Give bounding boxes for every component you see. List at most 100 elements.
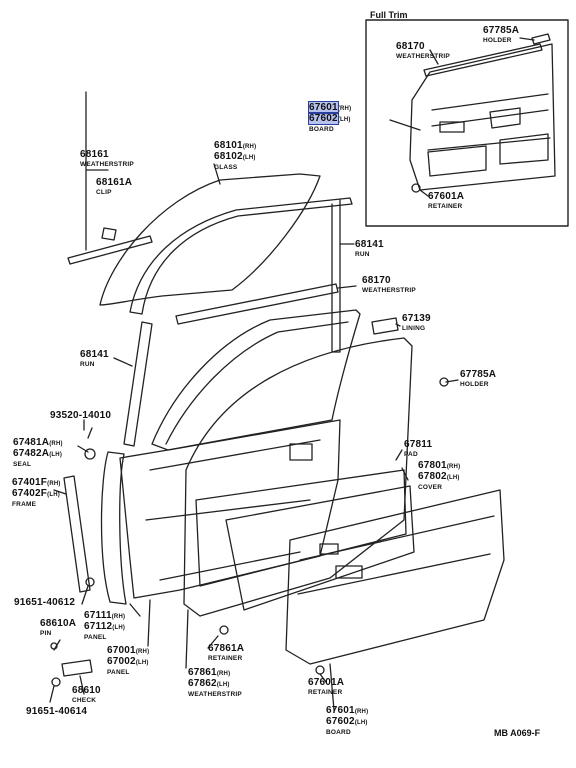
part-code: 67111 bbox=[84, 610, 112, 621]
part-number: 67401F(RH) bbox=[12, 478, 61, 489]
part-number: 67139 bbox=[402, 314, 431, 324]
side-suffix: (LH) bbox=[49, 452, 63, 458]
side-suffix: (RH) bbox=[47, 481, 61, 487]
part-number: 67802(LH) bbox=[418, 472, 460, 483]
side-suffix: (RH) bbox=[354, 709, 369, 715]
part-code: 67801 bbox=[418, 460, 447, 471]
part-number: 67801(RH) bbox=[418, 461, 460, 472]
part-name: PIN bbox=[40, 630, 52, 637]
part-code: 68161 bbox=[80, 149, 109, 160]
part-number: 68161 bbox=[80, 150, 134, 160]
window-glass bbox=[99, 173, 321, 306]
part-number: 68161A bbox=[96, 178, 132, 188]
label-91651-40612: 91651-40612 bbox=[14, 598, 75, 608]
full-trim-inset-frame bbox=[365, 19, 569, 227]
part-code: 67802 bbox=[418, 471, 447, 482]
part-code: 67402F bbox=[12, 488, 48, 499]
part-name: RETAINER bbox=[428, 203, 463, 210]
part-name: COVER bbox=[418, 484, 443, 491]
part-number: 67785A bbox=[460, 370, 496, 380]
side-suffix: (RH) bbox=[111, 614, 126, 620]
side-suffix: (RH) bbox=[242, 144, 257, 150]
part-number: 67112(LH) bbox=[84, 622, 125, 633]
part-code: 67139 bbox=[402, 313, 431, 324]
door-check bbox=[61, 659, 93, 677]
part-name: WEATHERSTRIP bbox=[188, 691, 242, 698]
part-number: 93520-14010 bbox=[50, 411, 111, 421]
side-suffix: (LH) bbox=[135, 660, 149, 666]
part-name: HOLDER bbox=[483, 37, 512, 44]
part-number: 67482A(LH) bbox=[13, 449, 63, 460]
label-93520: 93520-14010 bbox=[50, 411, 111, 421]
lining bbox=[371, 317, 399, 335]
part-number: 68141 bbox=[80, 350, 109, 360]
part-name: PANEL bbox=[84, 634, 107, 641]
side-suffix: (LH) bbox=[446, 475, 460, 481]
retainer-bottom-right bbox=[315, 665, 325, 675]
part-number: 67862(LH) bbox=[188, 679, 242, 690]
inset-retainer bbox=[411, 183, 421, 193]
part-name: RUN bbox=[80, 361, 95, 368]
side-suffix: (RH) bbox=[49, 441, 63, 447]
side-suffix: (RH) bbox=[446, 464, 461, 470]
part-code: 93520-14010 bbox=[50, 410, 112, 421]
part-code: 67861 bbox=[188, 667, 217, 678]
part-code: 67862 bbox=[188, 678, 217, 689]
part-number: 68170 bbox=[362, 276, 416, 286]
part-number: 68170 bbox=[396, 42, 450, 52]
inset-board-outline bbox=[409, 43, 556, 191]
part-name: CLIP bbox=[96, 189, 112, 196]
part-name: PANEL bbox=[107, 669, 130, 676]
part-code: 68161A bbox=[96, 177, 133, 188]
side-suffix: (RH) bbox=[135, 649, 150, 655]
part-number: 68610 bbox=[72, 686, 101, 696]
part-code: 67601 bbox=[308, 101, 339, 114]
label-67601-bottom: 67601(RH) 67602(LH)BOARD bbox=[326, 706, 368, 738]
part-number: 67002(LH) bbox=[107, 657, 149, 668]
side-suffix: (RH) bbox=[337, 106, 352, 112]
part-number: 67001(RH) bbox=[107, 646, 149, 657]
cover-sheet bbox=[225, 485, 415, 611]
part-name: BOARD bbox=[326, 729, 351, 736]
part-number: 68141 bbox=[355, 240, 384, 250]
retainer-bottom bbox=[219, 625, 229, 635]
part-code: 67602 bbox=[326, 716, 355, 727]
part-number: 91651-40612 bbox=[14, 598, 75, 608]
part-number: 67402F(LH) bbox=[12, 489, 61, 500]
glass-run-channel bbox=[129, 197, 353, 315]
part-number: 67861A bbox=[208, 644, 244, 654]
label-67601-top: 67601(RH)67602(LH)BOARD bbox=[308, 101, 352, 135]
part-code: 67002 bbox=[107, 656, 136, 667]
part-name: RETAINER bbox=[308, 689, 343, 696]
part-code: 67001 bbox=[107, 645, 136, 656]
part-code: 67601A bbox=[308, 677, 345, 688]
part-code: 67601 bbox=[326, 705, 355, 716]
label-67861: 67861(RH)67862(LH)WEATHERSTRIP bbox=[188, 668, 242, 700]
label-67111: 67111(RH) 67112(LH)PANEL bbox=[84, 611, 125, 643]
part-number: 67602(LH) bbox=[326, 717, 368, 728]
side-suffix: (LH) bbox=[337, 117, 351, 123]
part-number: 67861(RH) bbox=[188, 668, 242, 679]
part-number: 67601A bbox=[428, 192, 464, 202]
part-name: RETAINER bbox=[208, 655, 243, 662]
part-code: 91651-40612 bbox=[14, 597, 76, 608]
part-number: 68102(LH) bbox=[214, 152, 256, 163]
part-number: 67601(RH) bbox=[308, 101, 352, 114]
part-name: PAD bbox=[404, 451, 418, 458]
part-code: 68610 bbox=[72, 685, 101, 696]
part-number: 68610A bbox=[40, 619, 76, 629]
inner-door-panel bbox=[119, 419, 341, 599]
seal-part bbox=[84, 448, 96, 460]
part-code: 68102 bbox=[214, 151, 243, 162]
part-code: 68170 bbox=[362, 275, 391, 286]
part-code: 91651-40614 bbox=[26, 706, 88, 717]
